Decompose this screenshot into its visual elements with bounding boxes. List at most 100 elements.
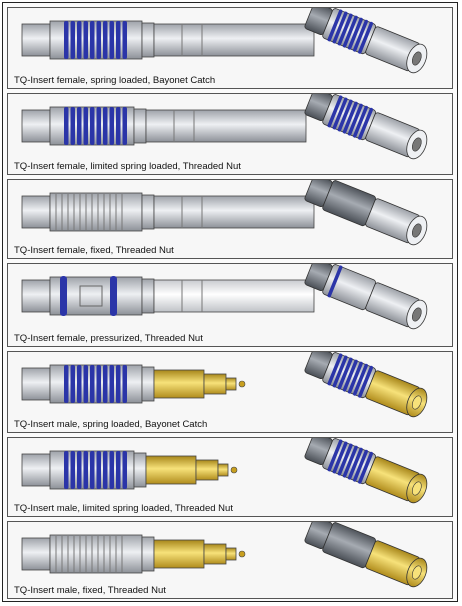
isometric-view [304, 438, 428, 504]
panel-male-spring-bayonet: TQ-Insert male, spring loaded, Bayonet C… [7, 351, 453, 433]
front-sleeve [153, 279, 315, 313]
spring-coil [122, 365, 127, 403]
iso-coil [352, 105, 369, 138]
panel-male-limited-threaded: TQ-Insert male, limited spring loaded, T… [7, 437, 453, 517]
o-ring [110, 276, 117, 316]
panel-female-spring-bayonet: TQ-Insert female, spring loaded, Bayonet… [7, 7, 453, 89]
iso-coil [358, 365, 374, 398]
iso-coil [327, 9, 343, 42]
front-sleeve [153, 195, 315, 229]
panel-caption: TQ-Insert female, pressurized, Threaded … [14, 333, 203, 344]
iso-coil [337, 443, 353, 476]
iso-coil [337, 99, 353, 132]
iso-coil [337, 13, 353, 46]
connector-illustration [21, 8, 428, 74]
spring-coil [83, 21, 88, 59]
iso-coil [342, 445, 358, 478]
coupling-body [49, 534, 143, 574]
front-sleeve [145, 109, 307, 143]
spring-coil [83, 451, 88, 489]
panel-caption: TQ-Insert female, limited spring loaded,… [14, 161, 241, 172]
panel-caption: TQ-Insert female, spring loaded, Bayonet… [14, 75, 216, 86]
spring-coil [103, 451, 108, 489]
panel-female-pressurized-threaded: TQ-Insert female, pressurized, Threaded … [7, 263, 453, 347]
spring-coil [116, 451, 121, 489]
iso-coil [337, 357, 353, 390]
spring-coil [116, 107, 121, 145]
iso-coil [327, 353, 343, 386]
collar-nut [141, 278, 155, 314]
gold-tip [225, 377, 237, 391]
iso-contact [411, 137, 422, 152]
spring-coil [90, 365, 95, 403]
contact-pin [238, 380, 246, 388]
rear-cap [21, 195, 51, 229]
coupling-body [49, 20, 143, 60]
gold-neck [195, 459, 219, 481]
spring-coil [77, 451, 82, 489]
spring-coil [70, 365, 75, 403]
panel-female-fixed-threaded: TQ-Insert female, fixed, Threaded Nut [7, 179, 453, 259]
collar-nut [133, 452, 147, 488]
collar-nut [141, 22, 155, 58]
spring-coil [83, 107, 88, 145]
gold-tip [217, 463, 229, 477]
flat-key [79, 285, 103, 307]
contact-pin [238, 550, 246, 558]
iso-coil [358, 451, 374, 484]
spring-coil [96, 21, 101, 59]
connector-catalog-sheet: TQ-Insert female, spring loaded, Bayonet… [2, 2, 458, 602]
spring-coil [122, 107, 127, 145]
spring-coil [96, 107, 101, 145]
iso-coil [342, 15, 358, 48]
iso-coil [327, 439, 343, 472]
connector-illustration [21, 522, 428, 588]
spring-coil [122, 21, 127, 59]
spring-coil [116, 365, 121, 403]
spring-coil [96, 451, 101, 489]
iso-coil [358, 107, 374, 140]
connector-illustration [21, 180, 428, 246]
iso-coil [358, 21, 374, 54]
coupling-body [49, 364, 143, 404]
iso-contact [411, 565, 422, 580]
iso-contact [411, 51, 422, 66]
iso-coil [342, 359, 358, 392]
contact-pin [230, 466, 238, 474]
isometric-view [304, 522, 428, 588]
iso-contact [411, 307, 422, 322]
spring-coil [90, 21, 95, 59]
spring-coil [122, 451, 127, 489]
isometric-view [304, 180, 428, 246]
gold-neck [203, 373, 227, 395]
spring-coil [109, 365, 114, 403]
collar-nut [141, 536, 155, 572]
iso-coil [327, 265, 343, 298]
isometric-view [304, 8, 428, 74]
panel-caption: TQ-Insert male, limited spring loaded, T… [14, 503, 233, 514]
spring-coil [103, 365, 108, 403]
spring-coil [103, 21, 108, 59]
gold-tip [225, 547, 237, 561]
spring-coil [64, 21, 69, 59]
iso-contact [411, 223, 422, 238]
collar-nut [141, 366, 155, 402]
isometric-view [304, 264, 428, 330]
iso-coil [327, 95, 343, 128]
collar-nut [141, 194, 155, 230]
iso-coil [342, 101, 358, 134]
spring-coil [64, 107, 69, 145]
o-ring [60, 276, 67, 316]
rear-cap [21, 109, 51, 143]
spring-coil [83, 365, 88, 403]
iso-coil [352, 449, 369, 482]
iso-coil [347, 17, 363, 50]
panel-female-limited-threaded: TQ-Insert female, limited spring loaded,… [7, 93, 453, 175]
iso-coil [332, 441, 348, 474]
spring-coil [77, 107, 82, 145]
iso-coil [347, 361, 363, 394]
connector-illustration [21, 438, 428, 504]
rear-cap [21, 23, 51, 57]
front-sleeve [153, 23, 315, 57]
coupling-body [49, 192, 143, 232]
